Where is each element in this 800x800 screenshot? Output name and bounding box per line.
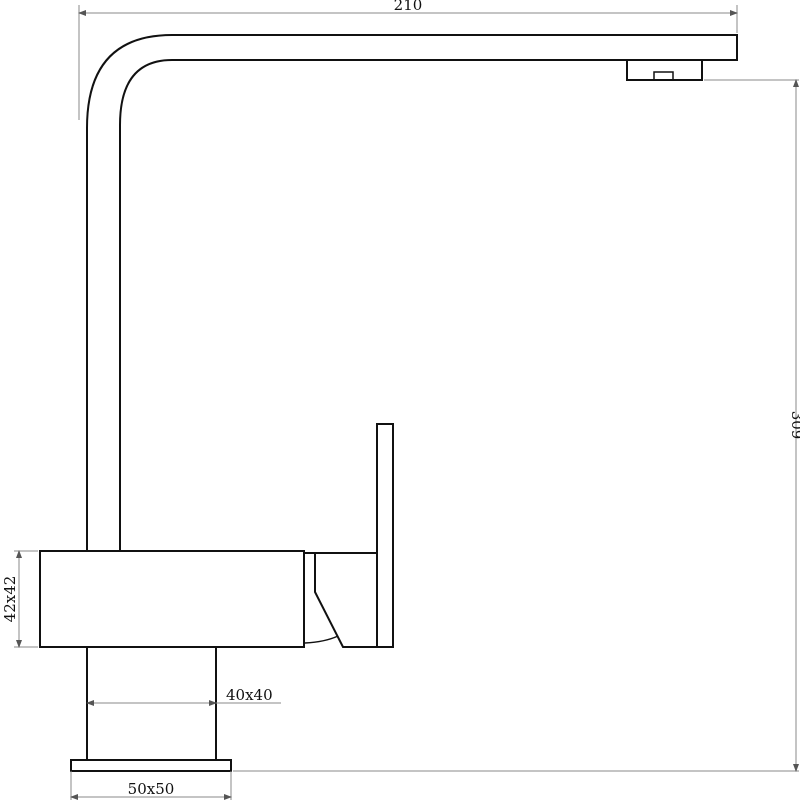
dimension-body-section: 42x42 bbox=[1, 550, 38, 648]
dimension-label-210: 210 bbox=[394, 0, 423, 14]
lever-handle bbox=[304, 423, 394, 648]
dimension-label-50x50: 50x50 bbox=[128, 780, 175, 798]
base-plate bbox=[70, 759, 232, 772]
dimension-spout-reach: 210 bbox=[78, 0, 738, 120]
dimension-height: 309 bbox=[233, 79, 800, 772]
dimension-stem-section: 40x40 bbox=[86, 686, 281, 706]
aerator bbox=[626, 59, 703, 81]
dimension-label-42x42: 42x42 bbox=[1, 576, 19, 623]
faucet-body bbox=[39, 550, 305, 648]
spout bbox=[86, 34, 738, 551]
dimension-base-section: 50x50 bbox=[70, 771, 232, 800]
dimension-label-40x40: 40x40 bbox=[226, 686, 273, 704]
dimension-label-309: 309 bbox=[788, 411, 800, 440]
